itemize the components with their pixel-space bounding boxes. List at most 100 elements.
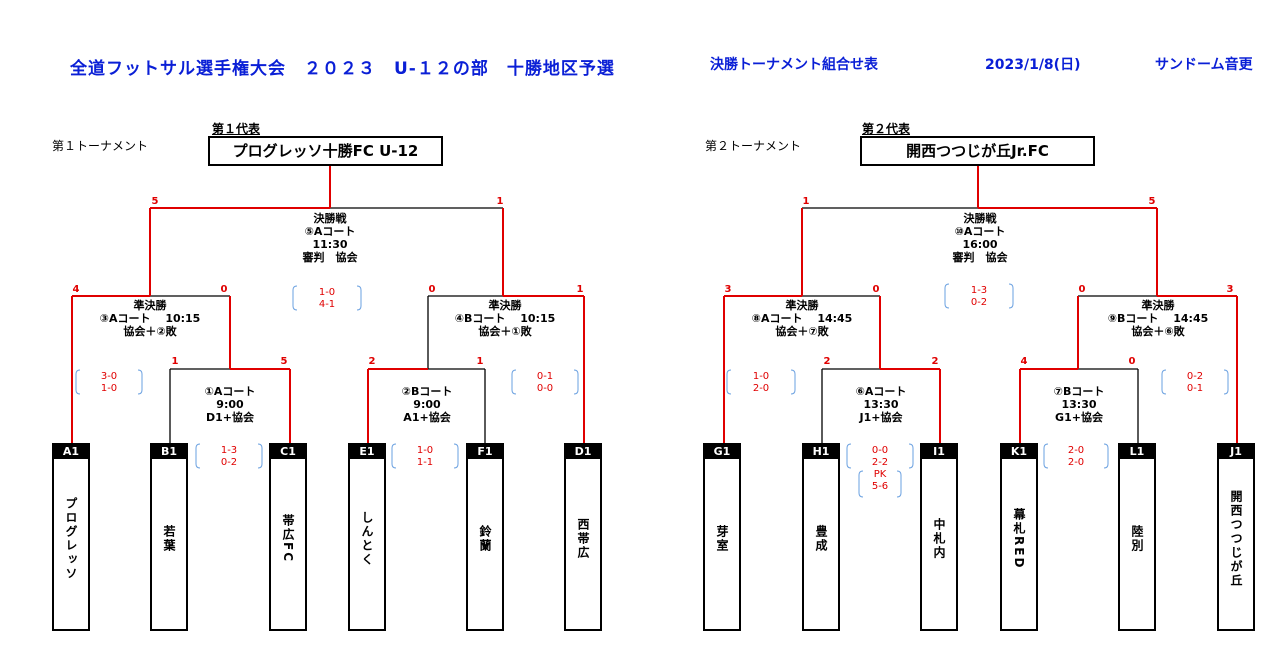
team-name: 帯広FC — [281, 514, 295, 564]
t1-semi-right-right-score: 1 — [576, 284, 584, 295]
team-name: 開西つつじが丘 — [1229, 490, 1243, 588]
t2-final-line-3: 審判 協会 — [952, 251, 1008, 264]
t1-semi-left-info: 準決勝 ③Aコート 10:15 協会＋②敗 — [100, 299, 201, 338]
t1-semi-left-score-1: 1-0 — [100, 383, 118, 394]
t1-final-left-score: 5 — [151, 196, 159, 207]
team-name: 豊成 — [814, 525, 828, 553]
t1-q1-score-1: 0-2 — [220, 457, 238, 468]
t1-final-line-3: 審判 協会 — [302, 251, 358, 264]
t2-q1-score-1: 2-2 — [871, 457, 889, 468]
t2-q2-left-score: 4 — [1020, 356, 1028, 367]
t1-q1-line-0: ①Aコート — [204, 385, 256, 398]
tournament-2-label: 第２トーナメント — [705, 139, 802, 153]
team-id: F1 — [468, 445, 502, 459]
t1-semi-right-score-0: 0-1 — [536, 371, 554, 382]
page-subtitle: 決勝トーナメント組合せ表 — [710, 57, 878, 73]
t1-semi-left-left-score: 4 — [72, 284, 80, 295]
t2-semi-left-info: 準決勝 ⑧Aコート 14:45 協会＋⑦敗 — [752, 299, 853, 338]
t2-semi-left-score-0: 1-0 — [752, 371, 770, 382]
t1-semi-left-line-1: ③Aコート 10:15 — [99, 312, 201, 325]
t2-final-left-score: 1 — [802, 196, 810, 207]
t2-q1-line-2: J1+協会 — [859, 411, 903, 424]
t2-q1-line-1: 13:30 — [863, 398, 899, 411]
team-id: D1 — [566, 445, 600, 459]
t2-final-line-0: 決勝戦 — [963, 212, 997, 225]
team-id: A1 — [54, 445, 88, 459]
t1-semi-left-line-0: 準決勝 — [133, 299, 167, 312]
t1-q1-line-2: D1+協会 — [205, 411, 255, 424]
t1-q1-left-score: 1 — [171, 356, 179, 367]
t2-semi-right-line-2: 協会＋⑥敗 — [1131, 325, 1185, 338]
team-id: J1 — [1219, 445, 1253, 459]
team-box-l1: L1 陸別 — [1118, 443, 1156, 631]
t1-semi-left-scores: 3-0 1-0 — [101, 371, 117, 395]
t2-final-line-1: ⑩Aコート — [954, 225, 1006, 238]
t2-q1-info: ⑥Aコート 13:30 J1+協会 — [856, 385, 907, 424]
t2-semi-left-scores: 1-0 2-0 — [753, 371, 769, 395]
team-box-a1: A1 プログレッソ — [52, 443, 90, 631]
t1-semi-left-line-2: 協会＋②敗 — [123, 325, 177, 338]
team-name: しんとく — [360, 511, 374, 567]
t2-semi-right-score-1: 0-1 — [1186, 383, 1204, 394]
t2-final-scores: 1-3 0-2 — [971, 285, 987, 309]
t2-semi-right-right-score: 3 — [1226, 284, 1234, 295]
team-box-c1: C1 帯広FC — [269, 443, 307, 631]
team-box-h1: H1 豊成 — [802, 443, 840, 631]
t1-q2-line-1: 9:00 — [413, 398, 441, 411]
team-id: E1 — [350, 445, 384, 459]
t2-semi-right-score-0: 0-2 — [1186, 371, 1204, 382]
t2-q1-line-0: ⑥Aコート — [855, 385, 907, 398]
event-venue: サンドーム音更 — [1155, 57, 1253, 73]
t1-semi-left-score-0: 3-0 — [100, 371, 118, 382]
team-box-e1: E1 しんとく — [348, 443, 386, 631]
t1-q2-score-1: 1-1 — [416, 457, 434, 468]
t1-q2-right-score: 1 — [476, 356, 484, 367]
t1-q2-info: ②Bコート 9:00 A1+協会 — [402, 385, 453, 424]
t2-semi-left-line-2: 協会＋⑦敗 — [775, 325, 829, 338]
t1-q1-score-0: 1-3 — [220, 445, 238, 456]
t1-semi-right-left-score: 0 — [428, 284, 436, 295]
t1-semi-right-score-1: 0-0 — [536, 383, 554, 394]
t1-q1-line-1: 9:00 — [216, 398, 244, 411]
t1-final-line-0: 決勝戦 — [313, 212, 347, 225]
t2-semi-right-info: 準決勝 ⑨Bコート 14:45 協会＋⑥敗 — [1108, 299, 1209, 338]
t1-q1-info: ①Aコート 9:00 D1+協会 — [205, 385, 256, 424]
t2-winner-box: 開西つつじが丘Jr.FC — [860, 136, 1095, 166]
t2-final-line-2: 16:00 — [962, 238, 998, 251]
t2-final-info: 決勝戦 ⑩Aコート 16:00 審判 協会 — [953, 212, 1008, 264]
t2-q2-info: ⑦Bコート 13:30 G1+協会 — [1054, 385, 1105, 424]
t2-q1-left-score: 2 — [823, 356, 831, 367]
team-id: K1 — [1002, 445, 1036, 459]
t1-q2-line-0: ②Bコート — [401, 385, 453, 398]
t2-q1-score-0: 0-0 — [871, 445, 889, 456]
team-box-d1: D1 西帯広 — [564, 443, 602, 631]
t2-representative-label: 第２代表 — [862, 122, 911, 136]
t2-semi-left-line-1: ⑧Aコート 14:45 — [751, 312, 853, 325]
event-date: 2023/1/8(日) — [985, 57, 1081, 73]
t1-final-score-1: 4-1 — [318, 299, 336, 310]
t2-semi-left-left-score: 3 — [724, 284, 732, 295]
team-id: C1 — [271, 445, 305, 459]
team-id: L1 — [1120, 445, 1154, 459]
team-id: I1 — [922, 445, 956, 459]
team-id: G1 — [705, 445, 739, 459]
team-name: 芽室 — [715, 525, 729, 553]
t1-final-score-0: 1-0 — [318, 287, 336, 298]
t2-q1-scores: 0-0 2-2 PK 5-6 — [872, 445, 888, 493]
team-name: 陸別 — [1130, 525, 1144, 553]
t1-final-scores: 1-0 4-1 — [319, 287, 335, 311]
t1-q1-right-score: 5 — [280, 356, 288, 367]
team-name: プログレッソ — [64, 497, 78, 581]
team-name: 若葉 — [162, 525, 176, 553]
page-title: 全道フットサル選手権大会 ２０２３ U-１２の部 十勝地区予選 — [70, 59, 615, 79]
t2-q2-score-0: 2-0 — [1067, 445, 1085, 456]
t1-q2-scores: 1-0 1-1 — [417, 445, 433, 469]
tournament-1-label: 第１トーナメント — [52, 139, 149, 153]
t1-semi-left-right-score: 0 — [220, 284, 228, 295]
t1-semi-right-info: 準決勝 ④Bコート 10:15 協会＋①敗 — [455, 299, 556, 338]
t1-semi-right-line-0: 準決勝 — [488, 299, 522, 312]
t2-final-right-score: 5 — [1148, 196, 1156, 207]
t1-semi-right-scores: 0-1 0-0 — [537, 371, 553, 395]
t2-final-score-1: 0-2 — [970, 297, 988, 308]
